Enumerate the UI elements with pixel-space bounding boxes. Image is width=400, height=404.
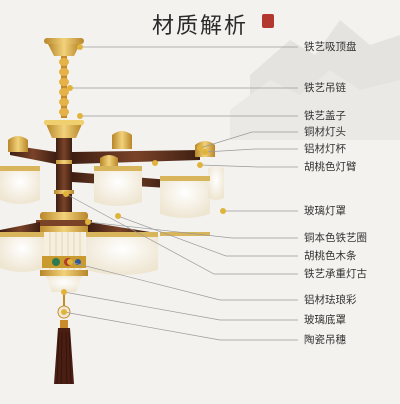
marker-dots	[61, 44, 226, 315]
walnut-column	[56, 138, 72, 214]
upper-glass-shades	[0, 166, 224, 236]
label-load-bearing-drum: 铁艺承重灯古	[304, 268, 367, 280]
ceiling-plate	[44, 38, 84, 56]
label-brass-lamp-holder: 铜材灯头	[304, 126, 346, 138]
label-hanging-chain: 铁艺吊链	[304, 82, 346, 94]
label-glass-bottom-cover: 玻璃底罩	[304, 314, 346, 326]
ceramic-tassel	[54, 292, 74, 385]
copper-ring	[36, 212, 92, 232]
label-ceiling-plate: 铁艺吸顶盘	[304, 41, 357, 53]
iron-cover	[46, 124, 82, 138]
leader-lines	[63, 46, 298, 341]
label-walnut-strip: 胡桃色木条	[304, 250, 357, 262]
label-aluminum-lamp-cup: 铝材灯杯	[304, 143, 346, 155]
label-ceramic-tassel: 陶瓷吊穗	[304, 334, 346, 346]
label-glass-shade: 玻璃灯罩	[304, 205, 346, 217]
red-seal-stamp	[262, 14, 274, 28]
label-copper-ring: 铜本色铁艺圈	[304, 232, 367, 244]
label-enamel-aluminum: 铝材珐琅彩	[304, 294, 357, 306]
hanging-chain	[59, 56, 69, 118]
glass-bottom-cover	[46, 276, 82, 292]
iron-cover-rim	[44, 120, 84, 125]
page-title: 材质解析	[151, 14, 248, 39]
enamel-cylinder	[40, 232, 88, 276]
label-walnut-arm: 胡桃色灯臂	[304, 161, 357, 173]
label-iron-cover: 铁艺盖子	[304, 110, 346, 122]
background-mountains	[230, 20, 400, 140]
lower-glass-shades	[0, 232, 158, 275]
